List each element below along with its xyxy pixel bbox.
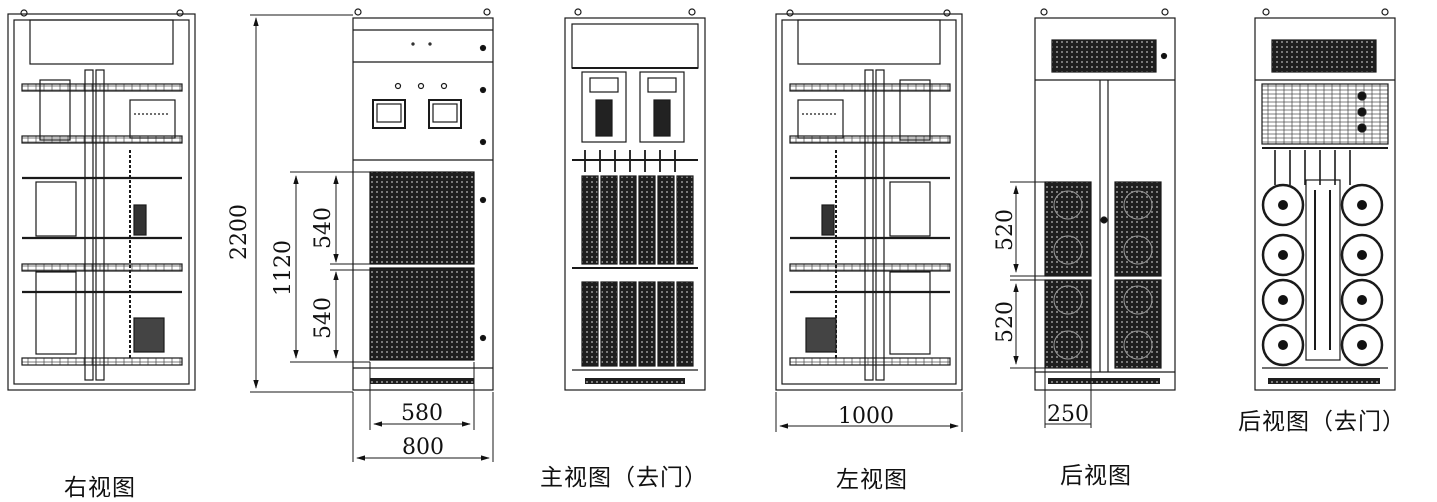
dim-grille-upper: 540 (311, 207, 336, 249)
rear-view-dimension-lines (1010, 181, 1092, 428)
caption-left-view: 左视图 (836, 467, 908, 493)
dim-rear-fan-offset: 250 (1047, 402, 1089, 427)
right-view-drawing (7, 9, 196, 391)
caption-rear-view: 后视图 (1060, 463, 1132, 489)
dim-total-height: 2200 (227, 204, 252, 260)
dim-rear-fan-lower: 520 (993, 301, 1018, 343)
front-view-door-removed-drawing (564, 8, 706, 391)
rear-view-door-removed-drawing (1254, 8, 1396, 391)
rear-view-drawing (1034, 8, 1176, 391)
caption-rear-view-door-removed: 后视图（去门） (1238, 409, 1406, 435)
front-view-drawing (352, 8, 494, 391)
dim-grille-pair-height: 1120 (271, 240, 296, 296)
left-view-drawing (775, 9, 963, 391)
front-view-dimension-lines (250, 14, 494, 462)
left-view-dimension-lines (775, 392, 963, 432)
dim-grille-lower: 540 (311, 297, 336, 339)
dim-rear-fan-upper: 520 (993, 209, 1018, 251)
caption-front-view-door-removed: 主视图（去门） (540, 465, 708, 491)
dim-grille-width: 580 (401, 401, 443, 426)
dim-cabinet-width: 800 (402, 435, 444, 460)
dim-cabinet-depth: 1000 (838, 404, 894, 429)
